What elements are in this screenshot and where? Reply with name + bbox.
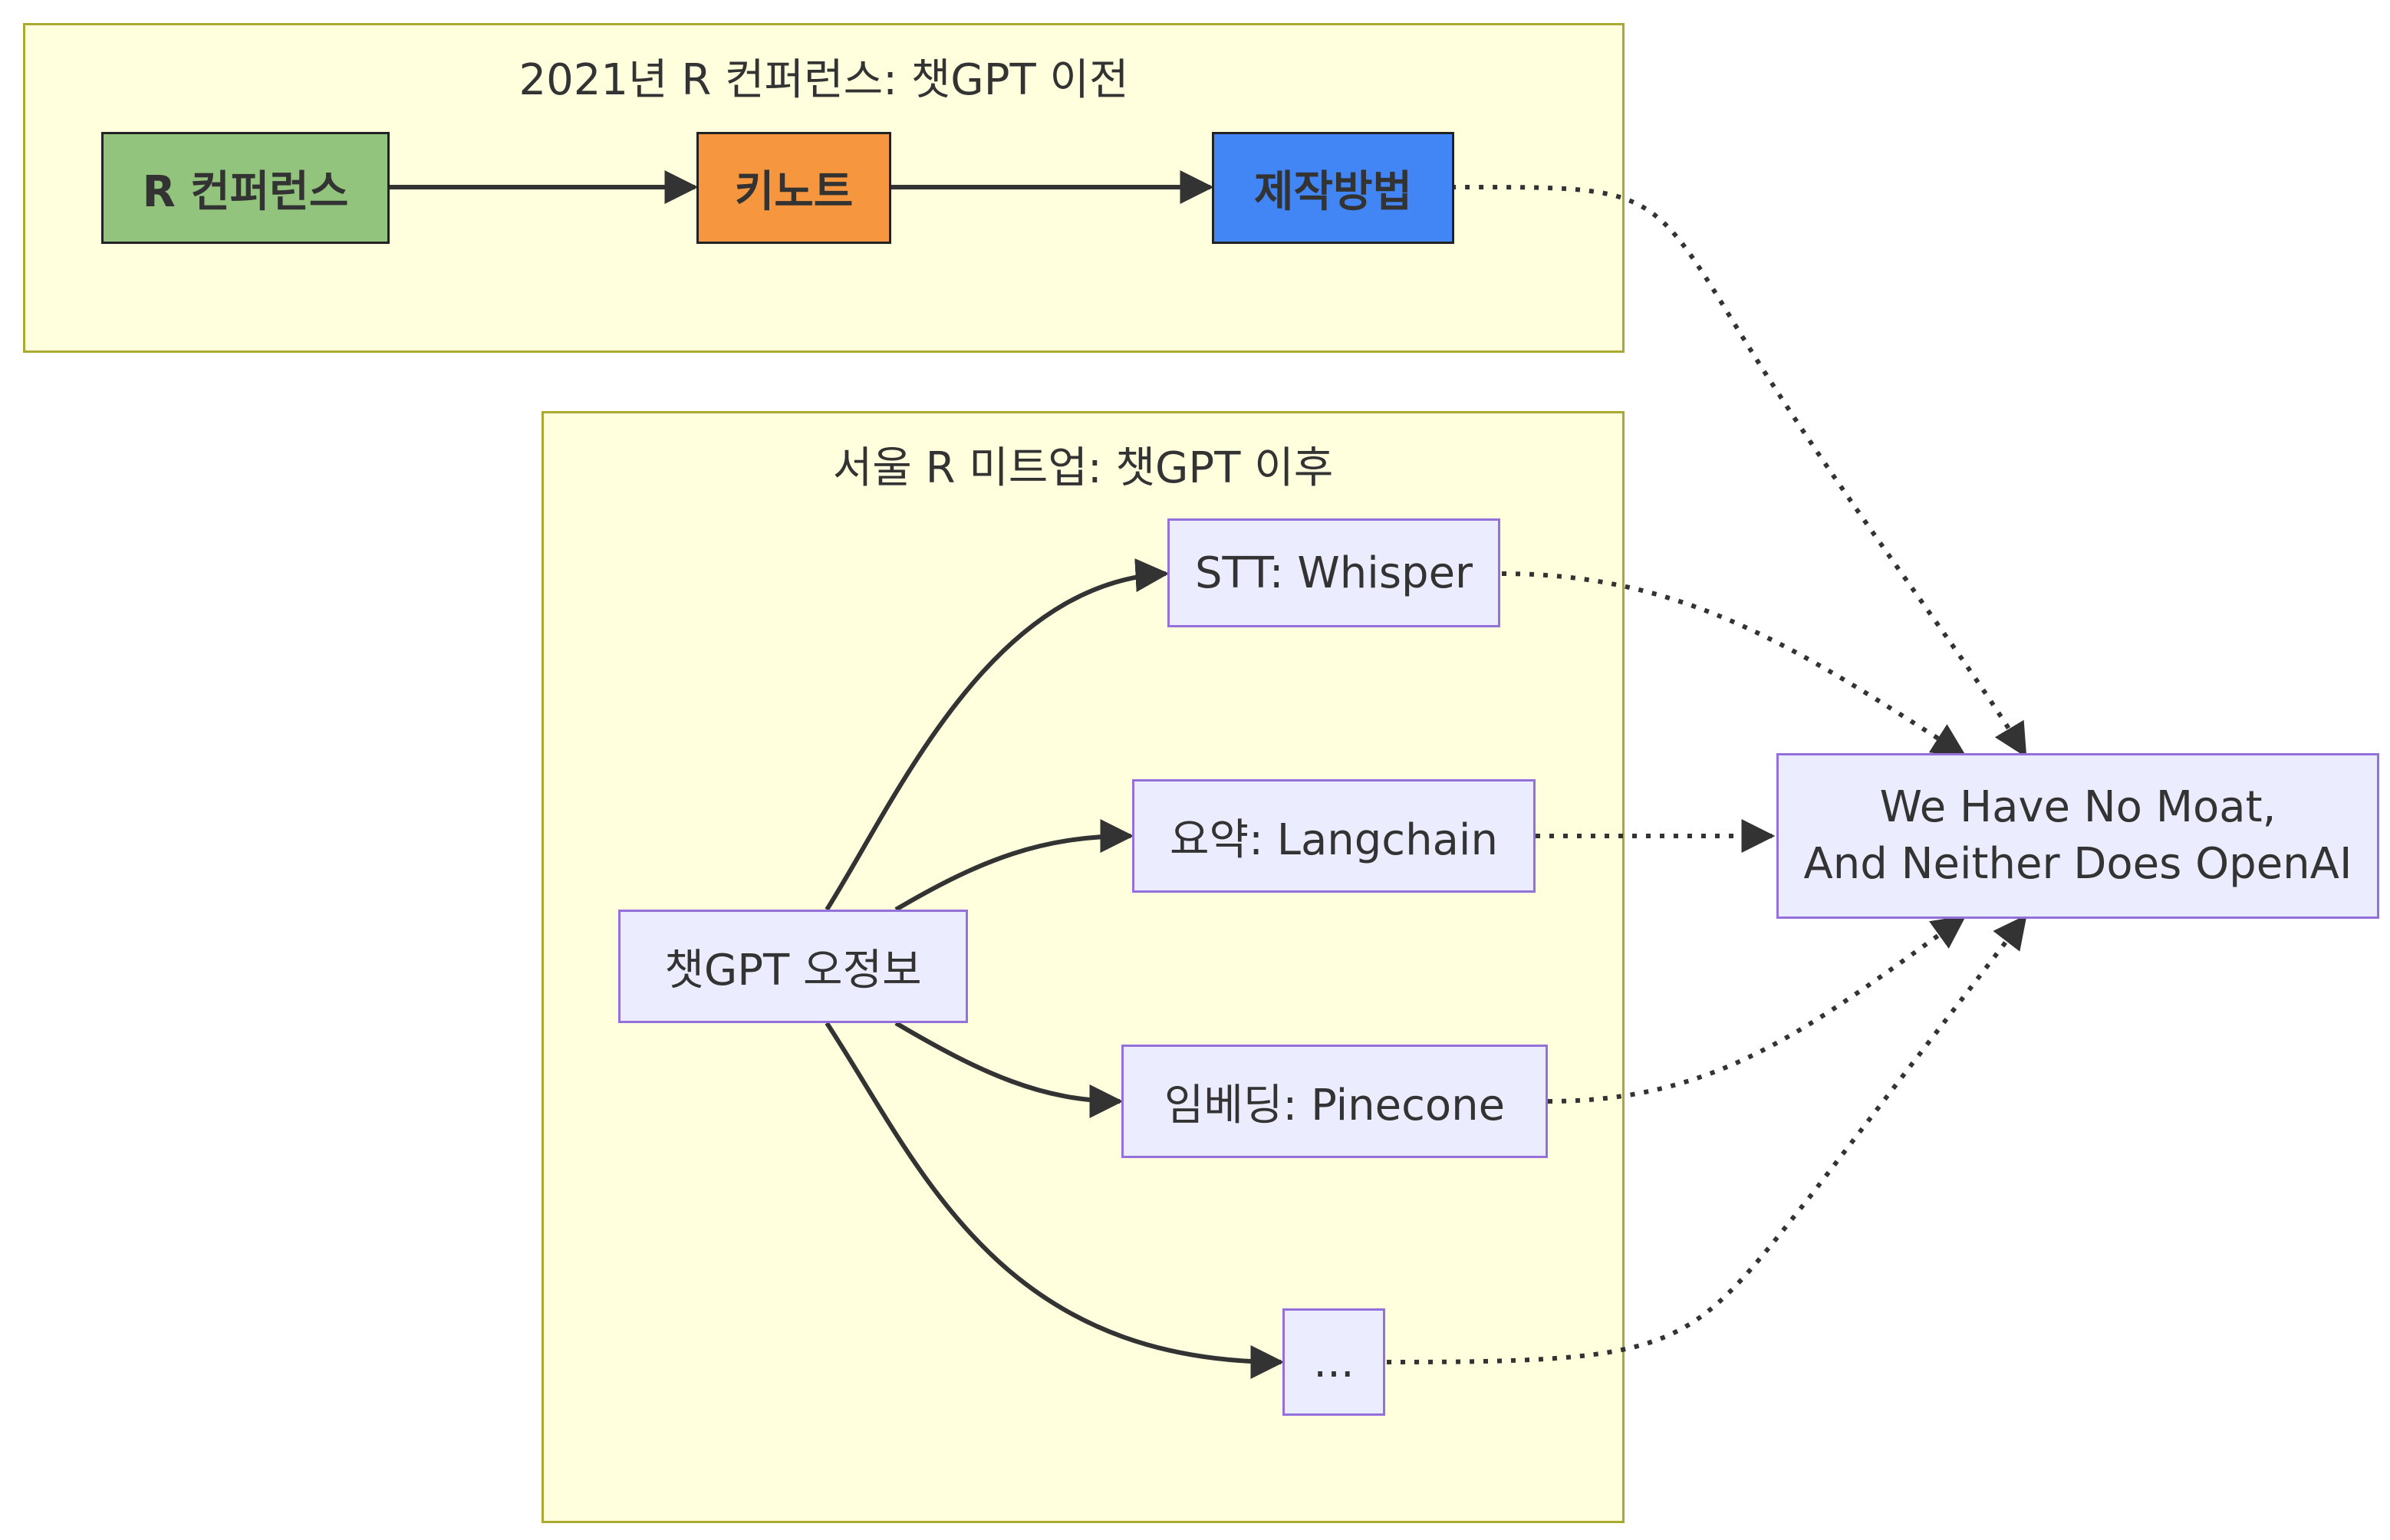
node-keynote: 키노트 — [696, 132, 891, 244]
node-howto-label: 제작방법 — [1253, 166, 1413, 217]
node-ellipsis-label: ... — [1313, 1337, 1355, 1387]
edge-misinfo-summary — [894, 819, 1134, 912]
node-chatgpt-misinfo: 챗GPT 오정보 — [618, 910, 968, 1023]
node-stt-whisper: STT: Whisper — [1167, 518, 1500, 627]
edge-howto-moat — [1450, 184, 2027, 758]
node-r-conference: R 컨퍼런스 — [101, 132, 390, 244]
node-howto: 제작방법 — [1212, 132, 1454, 244]
node-summary-langchain-label: 요약: Langchain — [1170, 814, 1498, 865]
node-no-moat-line2: And Neither Does OpenAI — [1803, 839, 2352, 889]
edge-embedding-moat — [1547, 915, 1967, 1104]
node-keynote-label: 키노트 — [734, 166, 854, 217]
edge-misinfo-stt — [825, 558, 1170, 911]
node-r-conference-label: R 컨퍼런스 — [142, 166, 349, 217]
node-no-moat: We Have No Moat, And Neither Does OpenAI — [1776, 753, 2379, 919]
cluster-before-title: 2021년 R 컨퍼런스: 챗GPT 이전 — [518, 55, 1129, 105]
node-ellipsis: ... — [1282, 1308, 1385, 1416]
edge-stt-moat — [1501, 571, 1967, 757]
node-embedding-pinecone-label: 임베딩: Pinecone — [1164, 1080, 1506, 1130]
edge-misinfo-ellipsis — [825, 1022, 1285, 1379]
edge-misinfo-embedding — [894, 1021, 1124, 1118]
cluster-after-title: 서울 R 미트업: 챗GPT 이후 — [832, 443, 1334, 493]
node-summary-langchain: 요약: Langchain — [1132, 779, 1536, 893]
node-stt-whisper-label: STT: Whisper — [1194, 548, 1473, 598]
node-chatgpt-misinfo-label: 챗GPT 오정보 — [664, 945, 922, 995]
node-embedding-pinecone: 임베딩: Pinecone — [1121, 1045, 1548, 1158]
node-no-moat-line1: We Have No Moat, — [1879, 782, 2276, 832]
